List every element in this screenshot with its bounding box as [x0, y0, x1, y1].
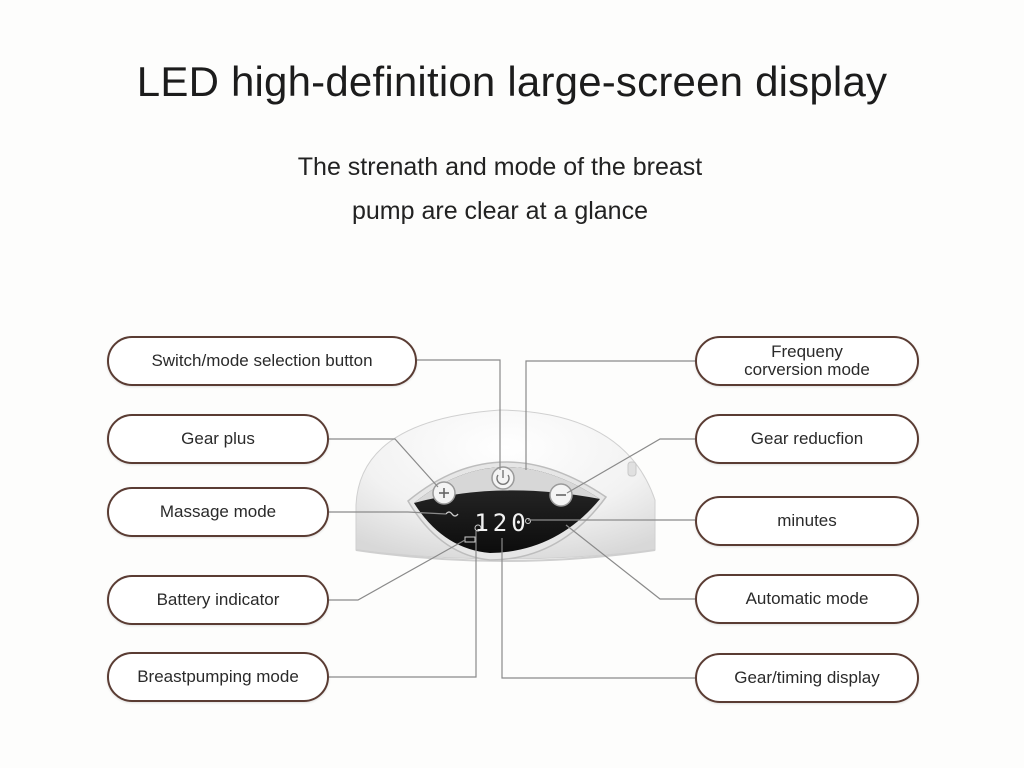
leader-battery — [329, 539, 466, 601]
power-button[interactable] — [491, 466, 515, 490]
callout-gear-reduction: Gear reducfion — [695, 414, 919, 464]
leader-switch — [417, 359, 501, 470]
leader-gear-reduction — [566, 438, 695, 494]
leader-gear-plus — [329, 438, 439, 488]
callout-frequency-line-1: Frequeny — [771, 342, 843, 361]
mode-icon-massage — [445, 511, 459, 517]
callout-massage-mode: Massage mode — [107, 487, 329, 537]
page-title: LED high-definition large-screen display — [136, 58, 888, 105]
gear-plus-button[interactable] — [432, 481, 456, 505]
callout-gear-timing-display: Gear/timing display — [695, 653, 919, 703]
leader-automatic — [565, 524, 695, 600]
page-subtitle: The strenath and mode of the breast pump… — [250, 145, 750, 233]
leader-massage — [329, 511, 447, 515]
leader-lines — [329, 359, 695, 679]
leader-breastpumping — [329, 531, 477, 678]
callout-switch-mode-button: Switch/mode selection button — [107, 336, 417, 386]
display-reading: 120 — [474, 509, 529, 537]
gear-minus-button[interactable] — [549, 483, 573, 507]
mode-icon-breastpumping — [474, 524, 482, 532]
callout-frequency-line-2: corversion mode — [744, 360, 870, 379]
callout-frequency-conversion-mode: Frequeny corversion mode — [695, 336, 919, 386]
callout-breastpumping-mode: Breastpumping mode — [107, 652, 329, 702]
callout-automatic-mode: Automatic mode — [695, 574, 919, 624]
callout-gear-plus: Gear plus — [107, 414, 329, 464]
leader-gear-timing — [501, 538, 695, 679]
minutes-indicator-icon — [525, 518, 531, 524]
subtitle-line-2: pump are clear at a glance — [351, 197, 648, 225]
leader-frequency — [525, 360, 695, 470]
subtitle-line-1: The strenath and mode of the breast — [297, 153, 703, 181]
callout-battery-indicator: Battery indicator — [107, 575, 329, 625]
battery-indicator-icon — [464, 536, 476, 543]
callout-minutes: minutes — [695, 496, 919, 546]
